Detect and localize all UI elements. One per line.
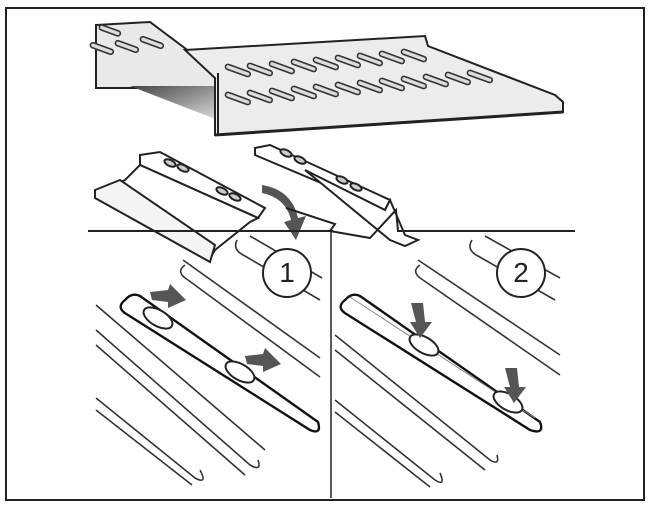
shelf-slots xyxy=(89,24,493,106)
frame-border xyxy=(5,7,645,501)
step-2-label: 2 xyxy=(496,248,546,298)
panel-1-slide-arrows xyxy=(150,284,281,372)
panel-1-slots xyxy=(95,235,323,486)
step-1-label: 1 xyxy=(262,248,312,298)
panel-1-clip-tabs xyxy=(142,306,256,384)
clip-bracket-right xyxy=(254,143,421,248)
arrow-right-icon xyxy=(150,284,186,308)
arrow-down-icon xyxy=(504,368,526,403)
zoom-callout xyxy=(88,207,575,240)
panel-2-press-arrows xyxy=(410,303,526,403)
arrow-down-icon xyxy=(410,303,432,338)
clip-bracket-left xyxy=(94,150,267,264)
shelf-illustration xyxy=(95,20,564,137)
panel-1-active-slot xyxy=(119,293,321,433)
curved-arrow-icon xyxy=(262,185,306,240)
arrow-right-icon xyxy=(245,348,281,372)
